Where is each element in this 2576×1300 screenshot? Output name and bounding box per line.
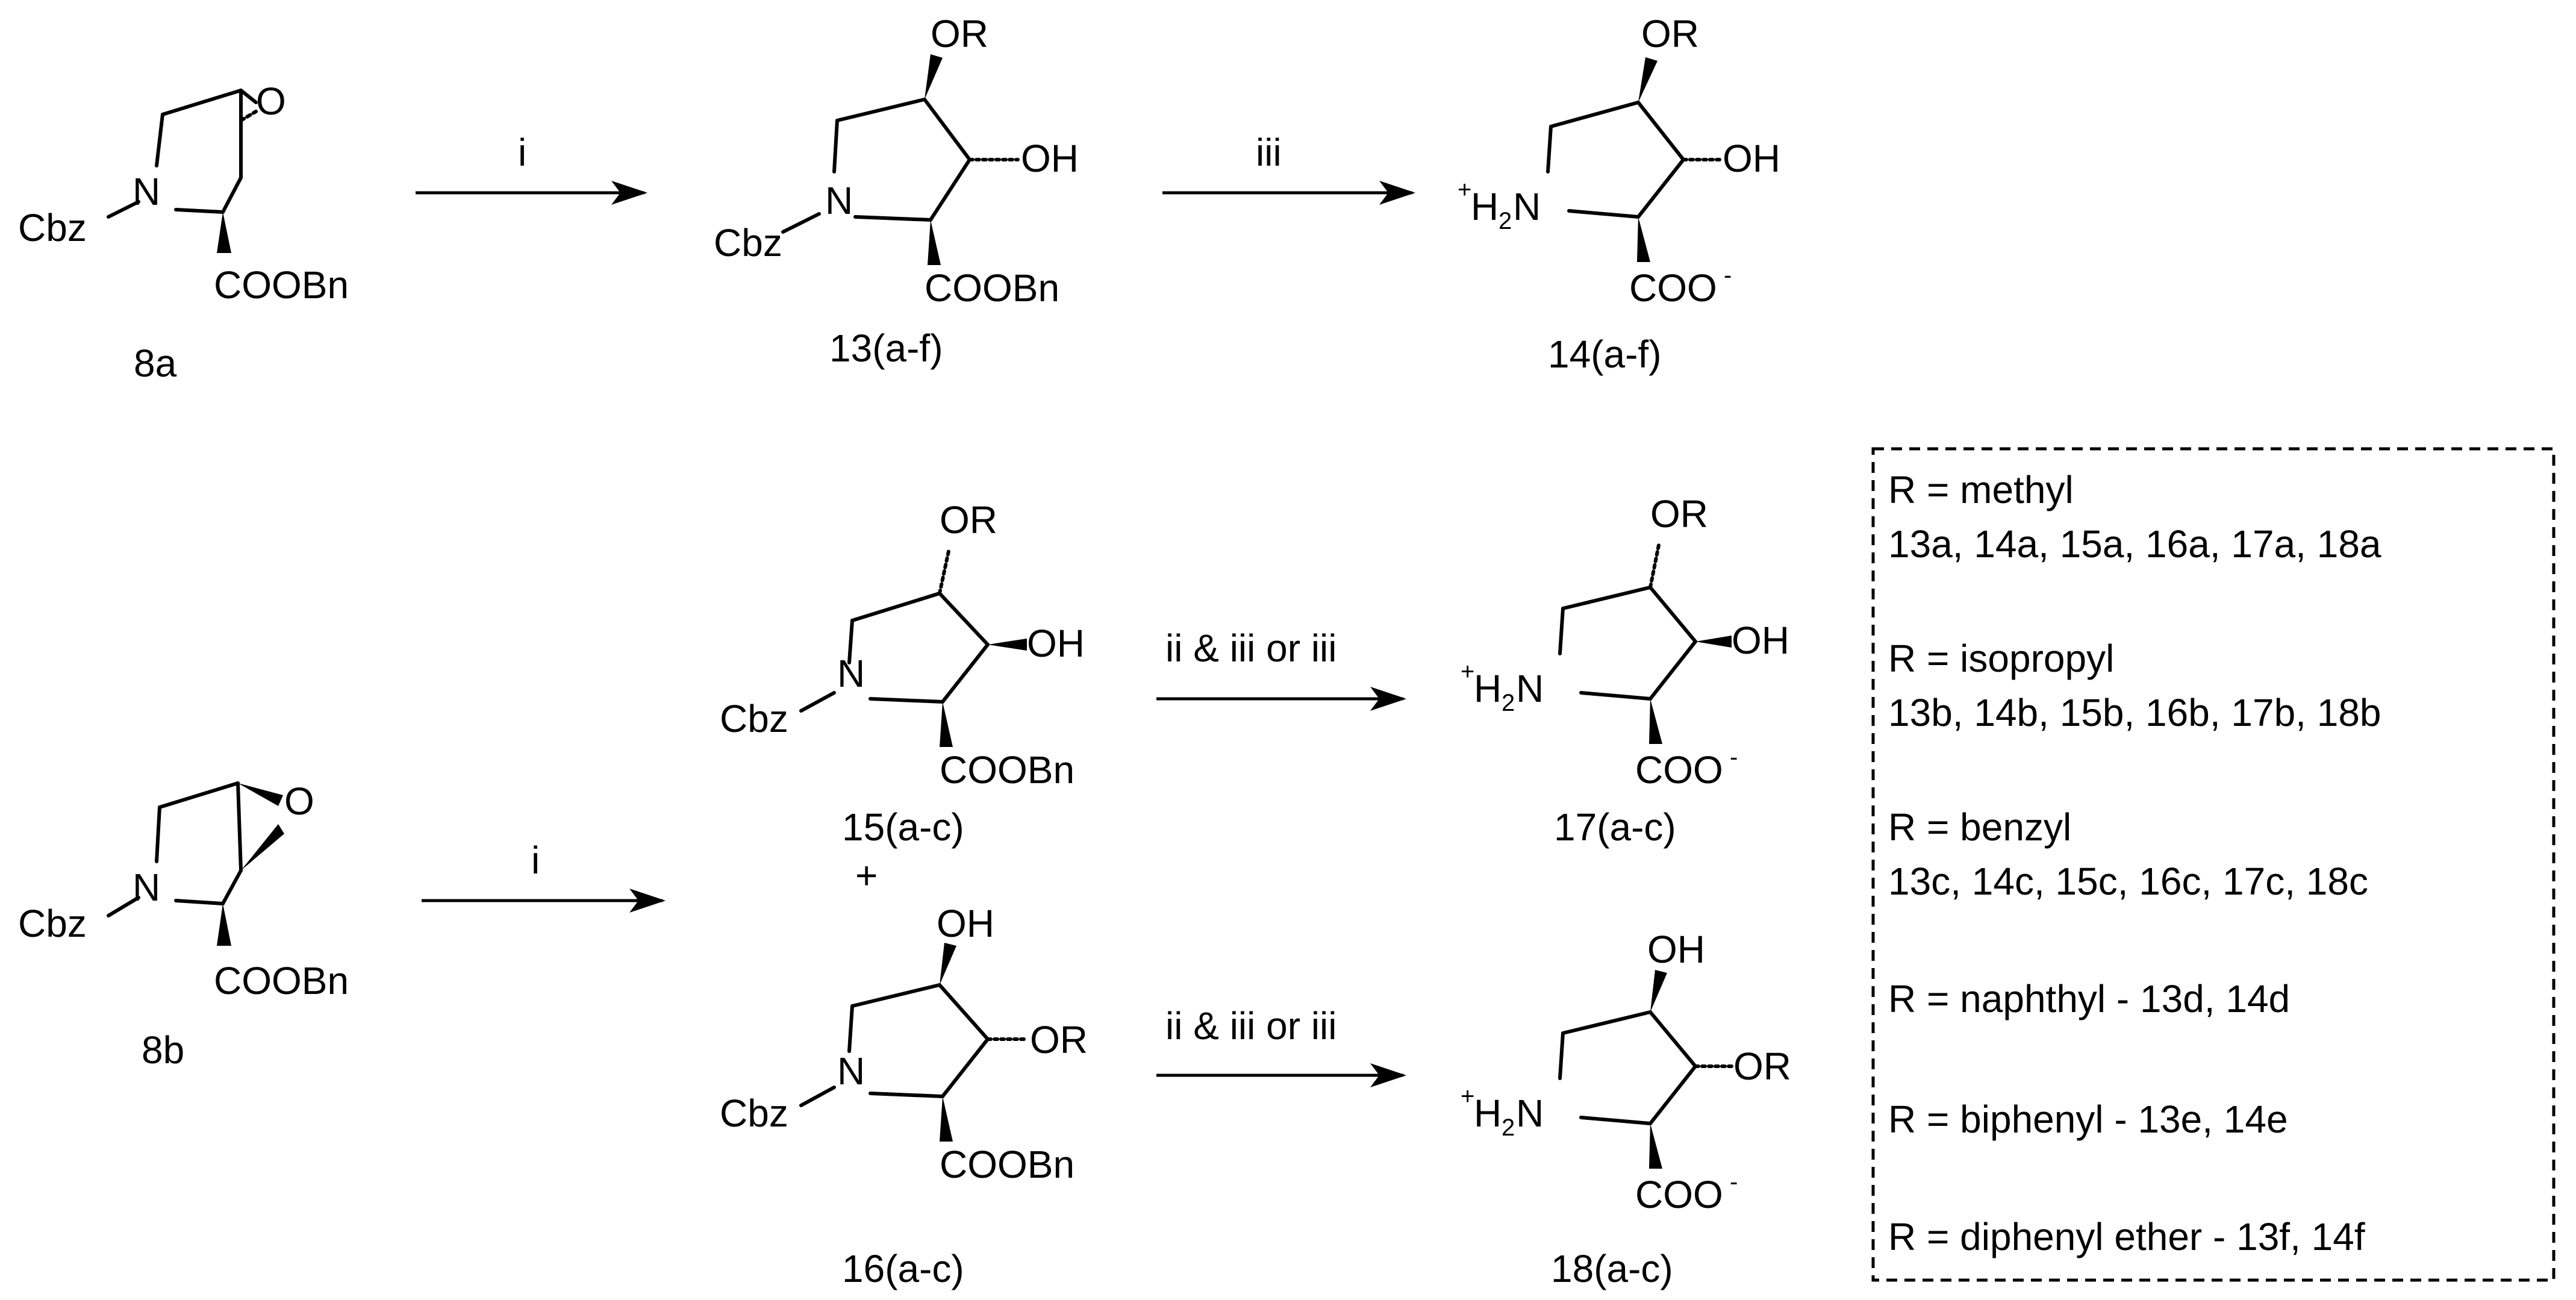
c18-h: H [1474, 1092, 1502, 1135]
arrow-step-4-label: ii & iii or iii [1165, 627, 1336, 670]
c18-top-substituent: OH [1647, 928, 1705, 971]
arrow-step-4: ii & iii or iii [1156, 627, 1406, 711]
legend-isopropyl-ids: 13b, 14b, 15b, 16b, 17b, 18b [1888, 691, 2381, 734]
c14-subscript: 2 [1499, 208, 1512, 234]
legend-methyl-ids: 13a, 14a, 15a, 16a, 17a, 18a [1888, 522, 2381, 566]
c16-side-substituent: OR [1030, 1018, 1088, 1061]
compound-16: OH OR N Cbz COOBn 16(a-c) [720, 902, 1088, 1290]
compound-13: OR OH N Cbz COOBn 13(a-f) [714, 12, 1079, 370]
c16-label: 16(a-c) [842, 1247, 964, 1290]
c13-side-substituent: OH [1021, 137, 1079, 180]
legend-diphenyl-ether: R = diphenyl ether - 13f, 14f [1888, 1215, 2365, 1258]
c14-minus: - [1724, 262, 1732, 289]
c15-cbz: Cbz [720, 697, 788, 740]
c16-ester: COOBn [940, 1143, 1074, 1186]
arrow-step-5-label: ii & iii or iii [1165, 1004, 1336, 1048]
c15-top-substituent: OR [940, 498, 997, 542]
c17-plus: + [1461, 658, 1474, 685]
c15-nitrogen: N [837, 652, 865, 695]
c8a-ester: COOBn [214, 263, 349, 307]
arrow-step-5: ii & iii or iii [1156, 1004, 1406, 1087]
arrow-step-2-label: iii [1256, 131, 1282, 174]
compound-14: OR OH + H 2 N COO - 14(a-f) [1458, 12, 1780, 376]
arrow-step-3: i [422, 839, 666, 913]
c17-nitrogen: N [1516, 667, 1544, 710]
c16-cbz: Cbz [720, 1092, 788, 1135]
c13-ester: COOBn [925, 266, 1059, 310]
c14-plus: + [1458, 177, 1471, 203]
legend-border [1871, 447, 2556, 1282]
compound-18: OH OR + H 2 N COO - 18(a-c) [1461, 928, 1791, 1290]
c8a-cbz: Cbz [18, 206, 87, 249]
c14-nitrogen: N [1513, 185, 1541, 228]
c17-label: 17(a-c) [1554, 805, 1676, 849]
c14-side-substituent: OH [1723, 137, 1780, 180]
c18-side-substituent: OR [1733, 1045, 1791, 1088]
arrow-step-2: iii [1162, 131, 1415, 205]
legend-isopropyl: R = isopropyl [1888, 637, 2114, 680]
c13-nitrogen: N [825, 179, 853, 222]
c18-plus: + [1461, 1083, 1474, 1110]
c16-top-substituent: OH [937, 902, 994, 945]
c15-ester: COOBn [940, 748, 1074, 792]
c13-cbz: Cbz [714, 221, 782, 264]
c15-label: 15(a-c) [842, 805, 964, 849]
c18-subscript: 2 [1502, 1114, 1515, 1141]
c17-minus: - [1730, 744, 1738, 770]
c17-side-substituent: OH [1732, 619, 1789, 662]
compound-8a: O N Cbz COOBn 8a [18, 80, 349, 385]
legend-benzyl-ids: 13c, 14c, 15c, 16c, 17c, 18c [1888, 860, 2368, 903]
c8a-nitrogen: N [133, 170, 160, 213]
c13-label: 13(a-f) [829, 327, 943, 370]
c13-top-substituent: OR [931, 12, 988, 55]
legend-benzyl: R = benzyl [1888, 805, 2071, 849]
substituent-legend: R = methyl 13a, 14a, 15a, 16a, 17a, 18a … [1871, 447, 2556, 1282]
c8b-label: 8b [142, 1028, 184, 1072]
c18-carboxylate: COO [1635, 1173, 1723, 1216]
compound-8b: O N Cbz COOBn 8b [18, 780, 349, 1072]
legend-biphenyl: R = biphenyl - 13e, 14e [1888, 1098, 2288, 1141]
c14-label: 14(a-f) [1548, 333, 1662, 376]
c8b-cbz: Cbz [18, 902, 87, 945]
c18-nitrogen: N [1516, 1092, 1544, 1135]
c8a-oxygen: O [256, 80, 286, 123]
c18-minus: - [1730, 1169, 1738, 1195]
c8a-label: 8a [134, 342, 177, 385]
arrow-step-1-label: i [518, 131, 526, 174]
c17-h: H [1474, 667, 1502, 710]
arrow-step-3-label: i [531, 839, 540, 882]
c15-side-substituent: OH [1027, 622, 1085, 665]
c18-label: 18(a-c) [1551, 1247, 1673, 1290]
c16-nitrogen: N [837, 1049, 865, 1093]
c14-h: H [1471, 185, 1499, 228]
legend-naphthyl: R = naphthyl - 13d, 14d [1888, 977, 2290, 1020]
legend-methyl: R = methyl [1888, 468, 2074, 511]
c14-top-substituent: OR [1641, 12, 1699, 55]
c17-top-substituent: OR [1650, 492, 1708, 536]
c8b-oxygen: O [284, 780, 314, 823]
c8b-ester: COOBn [214, 959, 349, 1002]
arrow-step-1: i [416, 131, 647, 205]
compound-17: OR OH + H 2 N COO - 17(a-c) [1461, 492, 1789, 849]
c17-subscript: 2 [1502, 690, 1515, 716]
plus-sign: + [855, 854, 878, 897]
c17-carboxylate: COO [1635, 748, 1723, 792]
c8b-nitrogen: N [133, 866, 160, 909]
compound-15: OR OH N Cbz COOBn 15(a-c) [720, 498, 1085, 849]
c14-carboxylate: COO [1629, 266, 1717, 310]
